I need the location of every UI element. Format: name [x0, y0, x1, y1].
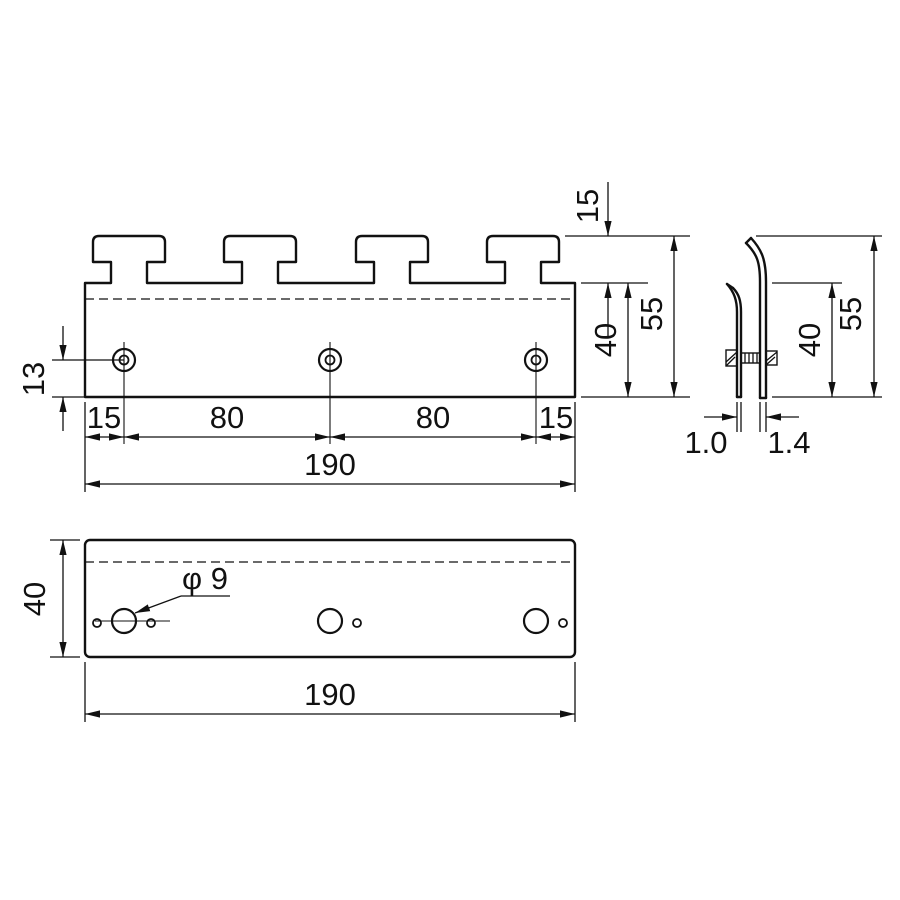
hole-diameter-label: φ 9: [182, 561, 228, 596]
dim-front-pitch-right: 80: [416, 400, 450, 435]
dim-front-hole-to-bottom: 13: [16, 362, 51, 396]
front-outline: [83, 234, 577, 399]
dim-front-end-right: 15: [539, 400, 573, 435]
side-front-strip-cap: [725, 282, 735, 290]
dim-side-thickness-back: 1.4: [767, 425, 810, 460]
side-front-strip: [731, 286, 743, 399]
side-back-strip-cap: [744, 236, 753, 245]
side-back-strip: [749, 236, 768, 400]
side-front-strip: [725, 282, 739, 399]
pilot-hole: [558, 618, 568, 628]
mounting-hole: [316, 607, 344, 635]
pilot-hole: [92, 618, 102, 628]
dim-front-tab-height: 15: [570, 189, 605, 223]
front-view: 13 15 80 80 15 190 15 40 55: [16, 182, 690, 492]
dim-bottom-depth: 40: [17, 582, 52, 616]
side-view: 40 55 1.0 1.4: [684, 235, 882, 460]
mounting-hole: [522, 607, 550, 635]
dim-bottom-overall-width: 190: [304, 677, 356, 712]
dim-front-pitch-left: 80: [210, 400, 244, 435]
extension-line: [736, 402, 742, 432]
dim-side-body-height: 40: [792, 323, 827, 357]
dim-side-thickness-front: 1.0: [684, 425, 727, 460]
dim-front-end-left: 15: [87, 400, 121, 435]
dim-front-body-height: 40: [588, 323, 623, 357]
side-back-strip: [744, 241, 762, 400]
screw: [725, 349, 778, 367]
pilot-hole: [146, 618, 156, 628]
bottom-outline: [83, 538, 577, 659]
leader-line: [134, 595, 182, 614]
extension-line: [759, 402, 767, 432]
bottom-view: φ 9 40 190: [17, 538, 577, 722]
pilot-hole: [352, 618, 362, 628]
dim-front-overall-height: 55: [634, 297, 669, 331]
dim-front-overall-width: 190: [304, 447, 356, 482]
dim-side-overall-height: 55: [833, 297, 868, 331]
